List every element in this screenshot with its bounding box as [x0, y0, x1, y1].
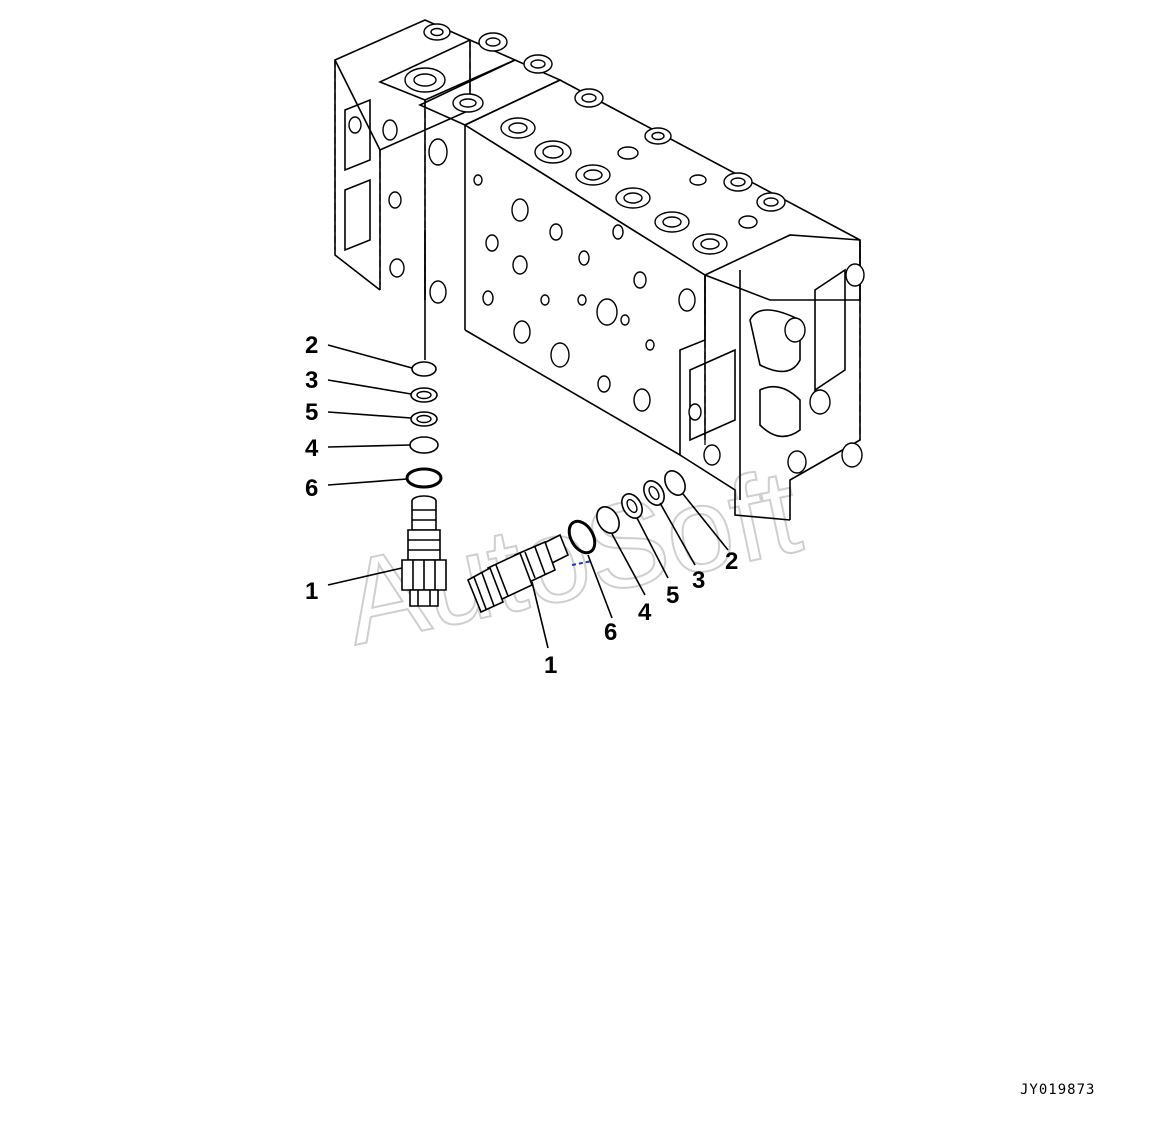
valve-face-holes — [348, 116, 865, 474]
callout-5-horizontal: 5 — [666, 582, 679, 609]
part-6-o-ring-vertical — [405, 467, 443, 489]
vertical-relief-valve-stack — [401, 230, 447, 607]
callout-3-horizontal: 3 — [692, 567, 705, 594]
leader-lines — [327, 344, 729, 649]
part-4-backup-ring-vertical — [409, 436, 439, 454]
callout-5-vertical: 5 — [305, 399, 318, 426]
part-1-relief-valve-vertical — [401, 495, 447, 607]
part-4-backup-ring-horizontal — [596, 506, 620, 534]
control-valve-body — [333, 19, 861, 521]
callout-2-horizontal: 2 — [725, 548, 738, 575]
callout-1-vertical: 1 — [305, 578, 318, 605]
part-6-o-ring-horizontal — [567, 519, 597, 555]
drawing-id: JY019873 — [1020, 1082, 1095, 1098]
part-2-backup-ring-horizontal — [664, 470, 686, 496]
callout-2-vertical: 2 — [305, 332, 318, 359]
callout-4-horizontal: 4 — [638, 599, 652, 626]
callout-1-horizontal: 1 — [544, 652, 557, 679]
horizontal-relief-valve-stack — [466, 470, 686, 614]
valve-ports — [404, 23, 786, 255]
callout-4-vertical: 4 — [305, 435, 319, 462]
callout-labels: 2 3 5 4 6 1 1 6 4 5 3 2 — [305, 332, 738, 679]
watermark: AutoSoft — [333, 444, 811, 671]
part-2-backup-ring-vertical — [411, 361, 437, 377]
callout-6-vertical: 6 — [305, 475, 318, 502]
callout-6-horizontal: 6 — [604, 619, 617, 646]
part-1-relief-valve-horizontal — [466, 533, 570, 614]
horizontal-axis-marker — [571, 560, 593, 566]
callout-3-vertical: 3 — [305, 367, 318, 394]
